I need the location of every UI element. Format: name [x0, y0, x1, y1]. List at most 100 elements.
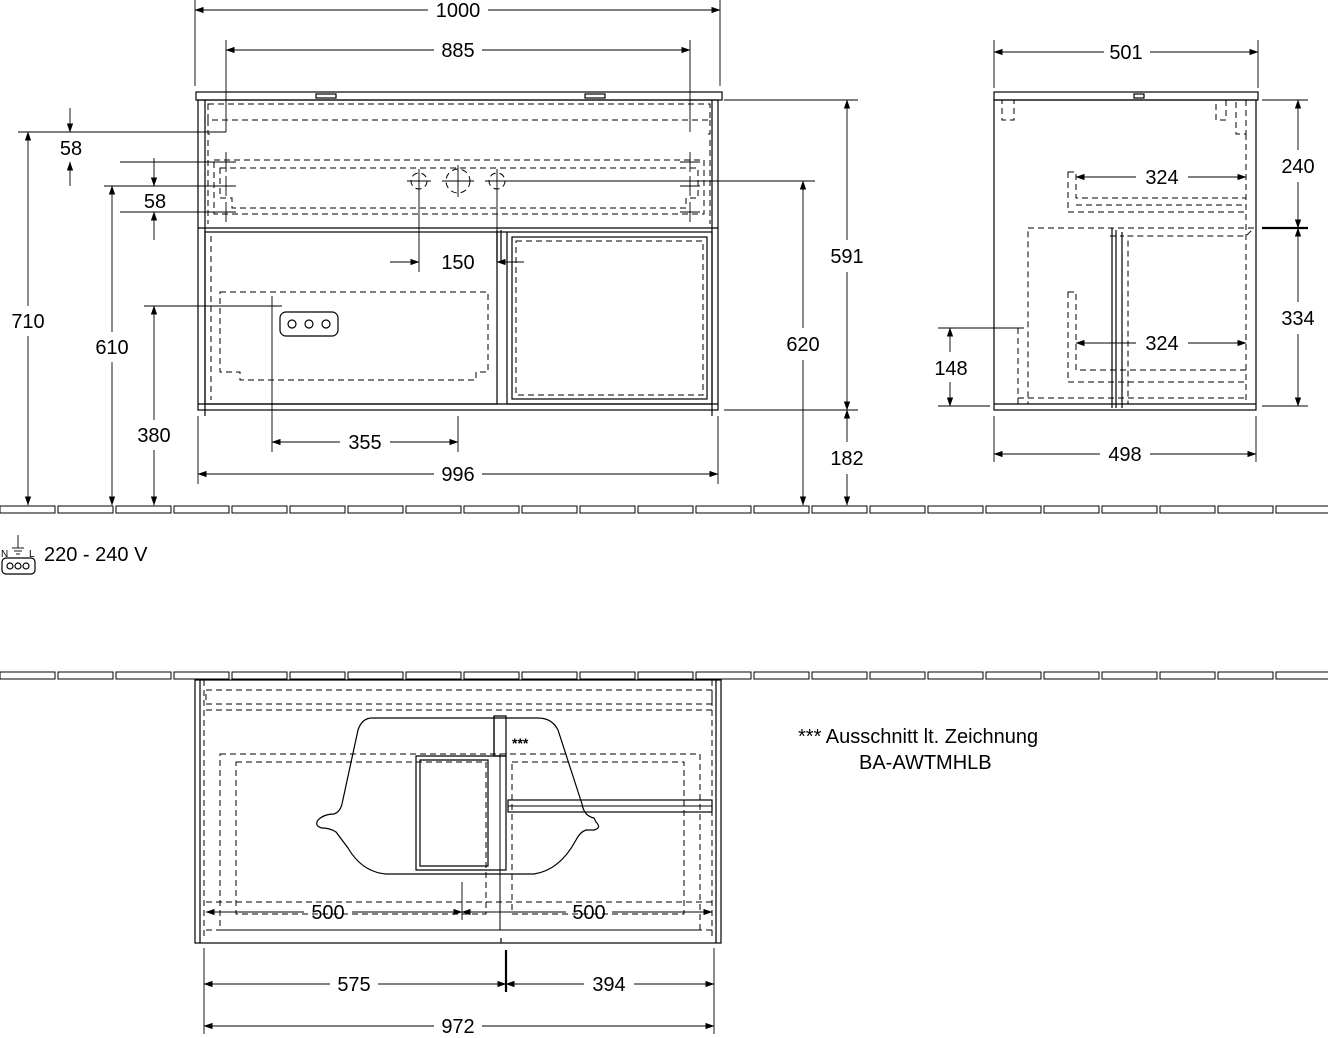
socket-pin-1 [287, 319, 297, 329]
dim-offset-second: 58 [144, 191, 166, 213]
floor-tile [1275, 505, 1328, 514]
floor-tile [347, 505, 404, 514]
note-line-1: *** Ausschnitt lt. Zeichnung [798, 726, 1038, 748]
floor-tile [753, 505, 810, 514]
top-dimension-lines [203, 908, 715, 1030]
dim-height-610: 610 [95, 337, 128, 359]
socket-icon [1, 535, 36, 575]
floor-tile [1101, 505, 1158, 514]
side-hidden-fitting-right [1235, 99, 1247, 135]
dim-height-182: 182 [830, 448, 863, 470]
dim-tap-spacing: 150 [441, 252, 474, 274]
dim-width-972: 972 [441, 1016, 474, 1038]
dim-width-575: 575 [337, 974, 370, 996]
front-worktop-clip-right [584, 93, 606, 99]
front-tap-holes [407, 165, 509, 197]
side-lower-drawer-inner [1067, 291, 1247, 383]
front-dimension-lines [24, 6, 851, 506]
floor-tile [173, 505, 230, 514]
side-worktop [993, 91, 1259, 101]
power-legend: N L 220 - 240 V [1, 535, 148, 575]
floor-tile [463, 505, 520, 514]
dim-width-394: 394 [592, 974, 625, 996]
floor-tile [695, 505, 752, 514]
floor-tile [695, 671, 752, 680]
floor-tile [869, 505, 926, 514]
floor-tile [289, 505, 346, 514]
floor-tile [1043, 505, 1100, 514]
side-view: 501 324 324 240 334 148 498 [934, 40, 1315, 466]
socket-pin-3 [321, 319, 331, 329]
dim-height-148: 148 [934, 358, 967, 380]
front-hidden-edge-left [207, 120, 210, 135]
voltage-label: 220 - 240 V [44, 544, 148, 566]
top-cutout-box [415, 755, 507, 871]
floor-tile [521, 671, 578, 680]
side-upper-drawer-hidden [1067, 171, 1247, 213]
front-carcass [197, 99, 719, 411]
floor-tile [985, 505, 1042, 514]
floor-tile [637, 505, 694, 514]
floor-tile [463, 671, 520, 680]
floor-tile [927, 505, 984, 514]
front-lower-right-hidden [515, 240, 704, 396]
side-dimension-lines [946, 48, 1302, 458]
floor-line-lower [0, 671, 1328, 680]
floor-tile [0, 671, 56, 680]
floor-tile [173, 671, 230, 680]
side-lower-drawer-hidden [1027, 227, 1256, 405]
top-cutout-post [493, 715, 507, 757]
floor-tile [1159, 671, 1216, 680]
dim-width-overall: 1000 [436, 0, 481, 22]
dim-socket-offset: 355 [348, 432, 381, 454]
floor-tile [1101, 671, 1158, 680]
front-crosshair-set [216, 152, 700, 222]
front-lower-left-inner [219, 291, 489, 381]
floor-tile [57, 505, 114, 514]
floor-tile [927, 671, 984, 680]
floor-tile [231, 671, 288, 680]
side-worktop-clip [1133, 93, 1145, 99]
front-extension-lines [18, 0, 858, 484]
dim-height-240: 240 [1281, 156, 1314, 178]
floor-tile [637, 671, 694, 680]
floor-tile [579, 505, 636, 514]
front-worktop [195, 91, 723, 101]
dim-height-710: 710 [11, 311, 44, 333]
floor-tile [405, 505, 462, 514]
floor-tile [985, 671, 1042, 680]
socket-pin-2 [304, 319, 314, 329]
front-view: 1000 885 58 58 710 610 380 150 355 996 5… [11, 0, 864, 506]
floor-tile [1275, 671, 1328, 680]
floor-tile [0, 505, 56, 514]
floor-tile [57, 671, 114, 680]
dim-height-591: 591 [830, 246, 863, 268]
top-extension-lines [203, 882, 715, 1034]
dim-height-380: 380 [137, 425, 170, 447]
floor-tile [115, 505, 172, 514]
floor-tile [869, 671, 926, 680]
floor-tile [347, 671, 404, 680]
front-drawer-top-hidden [207, 103, 711, 121]
top-view: *** 500 500 575 394 972 [194, 679, 722, 1038]
front-lower-right-compartment [506, 231, 713, 405]
floor-tile [811, 671, 868, 680]
front-socket [279, 311, 339, 337]
floor-tile [579, 671, 636, 680]
dim-height-334: 334 [1281, 308, 1314, 330]
floor-tile [405, 671, 462, 680]
top-worktop-outline [194, 679, 722, 944]
floor-tile [115, 671, 172, 680]
floor-tile [1159, 505, 1216, 514]
floor-line-upper [0, 505, 1328, 514]
floor-tile [811, 505, 868, 514]
dim-drawer-top: 324 [1145, 167, 1178, 189]
top-left-drawer-hidden [219, 753, 501, 931]
floor-tile [1217, 671, 1274, 680]
floor-tile [289, 671, 346, 680]
dim-half-right: 500 [572, 902, 605, 924]
front-upper-drawer-inner [219, 167, 699, 209]
dim-half-left: 500 [311, 902, 344, 924]
floor-tile [1043, 671, 1100, 680]
